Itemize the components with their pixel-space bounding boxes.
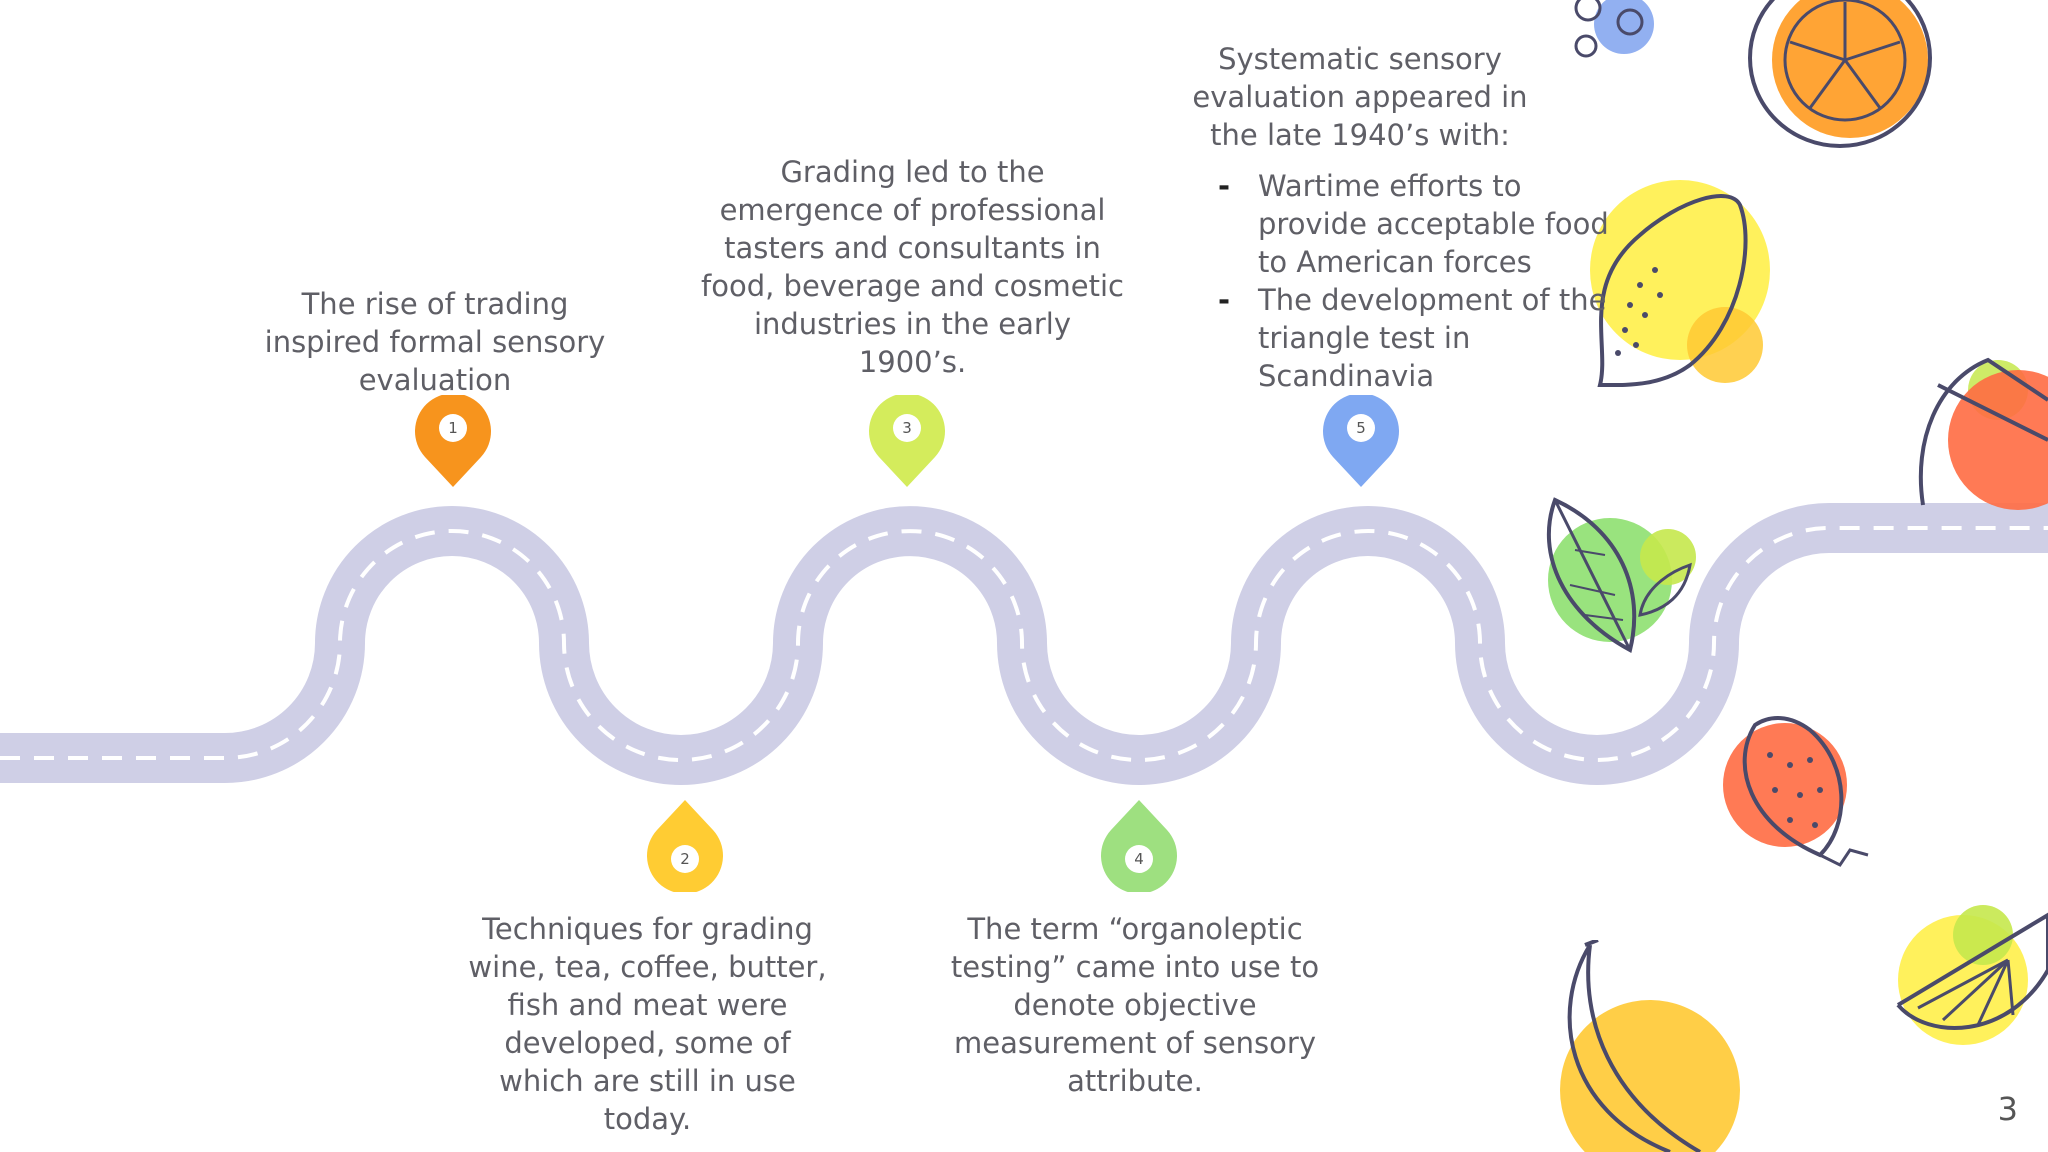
strawberry-icon <box>1723 716 1869 867</box>
milestone-3-text: Grading led to the emergence of professi… <box>701 155 1124 379</box>
milestone-number-4: 4 <box>1125 845 1153 873</box>
milestone-number-5: 5 <box>1347 414 1375 442</box>
page-number: 3 <box>1997 1090 2018 1128</box>
milestone-2-text: Techniques for grading wine, tea, coffee… <box>468 912 827 1136</box>
milestone-number-3: 3 <box>893 414 921 442</box>
milestone-pin-3: 3 <box>869 395 945 487</box>
lemon-icon <box>1590 180 1770 388</box>
milestone-1-text: The rise of trading inspired formal sens… <box>264 287 606 397</box>
milestone-pin-5: 5 <box>1323 395 1399 487</box>
milestone-number-2: 2 <box>671 845 699 873</box>
bullet-text: The development of the triangle test in … <box>1258 283 1607 393</box>
strawberry-icon <box>1918 357 2048 510</box>
milestone-pin-2: 2 <box>647 800 723 892</box>
milestone-5-intro: Systematic sensory evaluation appeared i… <box>1192 42 1528 152</box>
blueberry-icon <box>1574 0 1654 58</box>
bullet-item: - The development of the triangle test i… <box>1218 281 1618 395</box>
lime-icon <box>1896 905 2048 1045</box>
milestone-pin-4: 4 <box>1101 800 1177 892</box>
banana-icon <box>1560 940 1740 1152</box>
orange-icon <box>1748 0 1932 148</box>
milestone-pin-1: 1 <box>415 395 491 487</box>
bullet-item: - Wartime efforts to provide acceptable … <box>1218 167 1618 281</box>
bullet-marker: - <box>1218 283 1231 317</box>
milestone-4-text: The term “organoleptic testing” came int… <box>950 912 1320 1098</box>
milestone-number-1: 1 <box>439 414 467 442</box>
milestone-5-bullets: - Wartime efforts to provide acceptable … <box>1218 167 1618 395</box>
leaf-icon <box>1546 497 1696 653</box>
bullet-text: Wartime efforts to provide acceptable fo… <box>1258 169 1609 279</box>
bullet-marker: - <box>1218 169 1231 203</box>
